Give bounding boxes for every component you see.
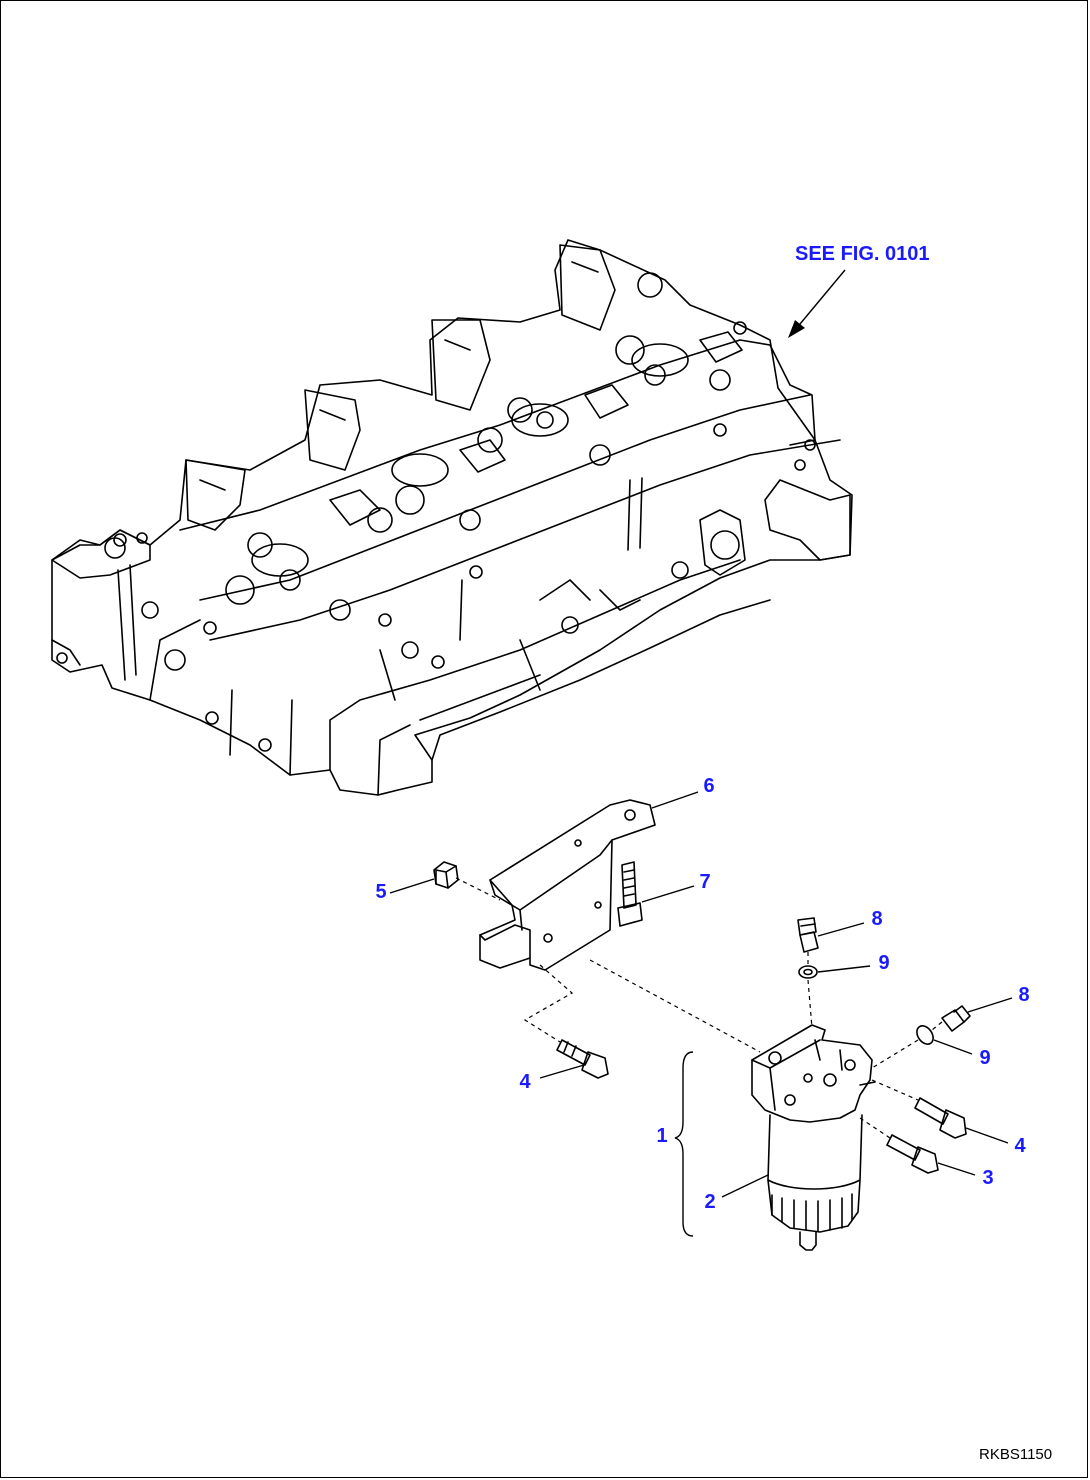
bolt-part-3 [886,1134,939,1174]
washer-part-9-right [916,1025,934,1045]
callout-3: 3 [982,1167,994,1189]
leader-lines [389,791,1013,1237]
callout-4-right: 4 [1014,1135,1026,1157]
callout-8-right: 8 [1018,984,1030,1006]
washer-part-9-upper [798,965,818,979]
bolt-part-4-right [914,1097,967,1139]
fuel-filter-assembly [751,1024,876,1251]
bolt-part-7 [617,861,643,927]
drawing-code: RKBS1150 [979,1446,1053,1463]
nut-part-5 [433,861,459,889]
plug-part-8-upper [797,917,819,953]
callout-4-left: 4 [519,1071,531,1093]
callout-9-upper: 9 [878,952,890,974]
bracket-part-6 [479,799,656,971]
callout-2: 2 [704,1191,716,1213]
callout-1: 1 [656,1125,668,1147]
callout-9-right: 9 [979,1047,991,1069]
callout-5: 5 [375,881,387,903]
assembly-lines [455,877,943,1139]
callout-8-upper: 8 [871,908,883,930]
callout-7: 7 [699,871,711,893]
bolt-part-4-left [556,1039,609,1079]
callout-6: 6 [703,775,715,797]
cylinder-head-assembly [51,239,853,796]
reference-note: SEE FIG. 0101 [795,243,930,265]
plug-part-8-right [941,1005,971,1032]
reference-arrow [788,269,846,338]
